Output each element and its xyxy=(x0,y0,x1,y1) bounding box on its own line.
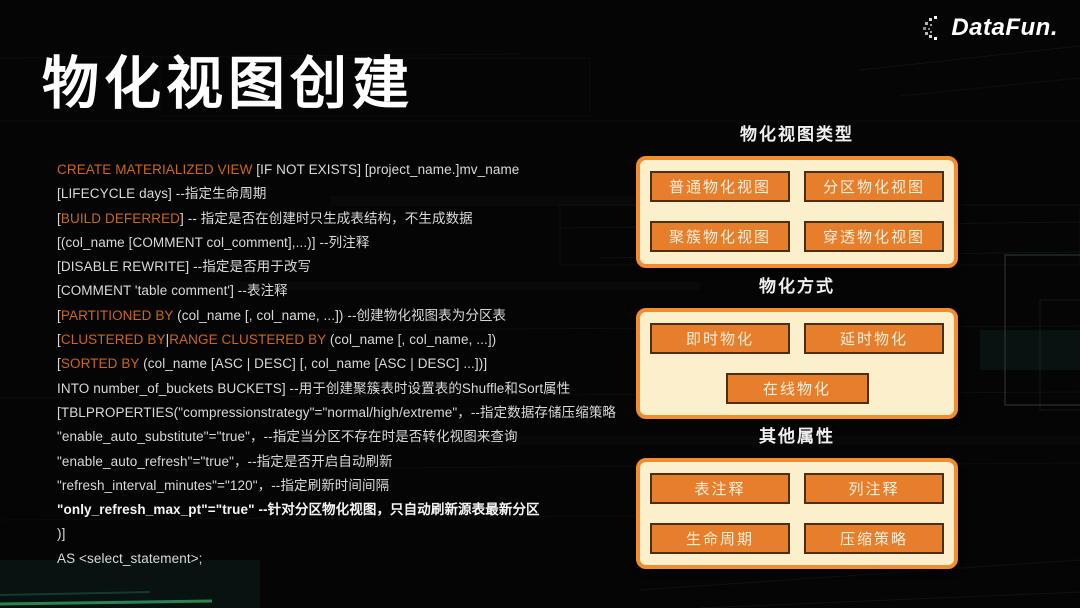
panel-box-mv-methods: 即时物化延时物化在线物化 xyxy=(636,308,958,419)
code-line: [BUILD DEFERRED] -- 指定是否在创建时只生成表结构，不生成数据 xyxy=(57,207,642,231)
panel-item: 普通物化视图 xyxy=(650,171,790,202)
code-line: [LIFECYCLE days] --指定生命周期 xyxy=(57,182,642,206)
datafun-logo-mark-icon xyxy=(923,16,938,40)
panel-item: 分区物化视图 xyxy=(804,171,944,202)
panel-box-other-attrs: 表注释列注释生命周期压缩策略 xyxy=(636,458,958,569)
code-line: "enable_auto_substitute"="true"，--指定当分区不… xyxy=(57,425,642,449)
panel-item: 在线物化 xyxy=(725,373,869,404)
sql-keyword: RANGE CLUSTERED BY xyxy=(169,332,327,348)
panel-item: 即时物化 xyxy=(650,323,790,354)
code-line: "enable_auto_refresh"="true"，--指定是否开启自动刷… xyxy=(57,450,642,474)
sql-text: [ xyxy=(57,210,61,226)
code-line: [PARTITIONED BY (col_name [, col_name, .… xyxy=(57,304,642,328)
sql-text: AS <select_statement>; xyxy=(57,550,203,566)
sql-keyword: PARTITIONED BY xyxy=(60,307,174,323)
sql-text: [ xyxy=(57,356,61,372)
panel-item: 聚簇物化视图 xyxy=(650,221,790,252)
datafun-logo: DataFun. xyxy=(922,14,1058,42)
code-line: INTO number_of_buckets BUCKETS] --用于创建聚簇… xyxy=(57,377,642,401)
sql-keyword: CREATE MATERIALIZED VIEW xyxy=(57,162,253,177)
code-line: [(col_name [COMMENT col_comment],...)] -… xyxy=(57,231,642,255)
panel-item: 列注释 xyxy=(804,473,944,504)
panel-title-other-attrs: 其他属性 xyxy=(759,427,835,447)
sql-text: (col_name [, col_name, ...]) xyxy=(326,332,497,348)
panel-item: 延时物化 xyxy=(804,323,944,354)
panel-box-mv-types: 普通物化视图分区物化视图聚簇物化视图穿透物化视图 xyxy=(636,156,958,268)
panel-item: 生命周期 xyxy=(650,523,790,554)
panel-item: 表注释 xyxy=(650,473,790,504)
sql-keyword: CLUSTERED BY xyxy=(60,332,166,348)
sql-text: | xyxy=(165,332,170,348)
sql-text: (col_name [, col_name, ...]) --创建物化视图表为分… xyxy=(173,307,507,323)
code-line: "only_refresh_max_pt"="true" --针对分区物化视图，… xyxy=(57,498,642,522)
sql-text: [IF NOT EXISTS] [project_name.]mv_name xyxy=(252,162,520,177)
code-line: CREATE MATERIALIZED VIEW [IF NOT EXISTS]… xyxy=(57,158,642,182)
code-line: [COMMENT 'table comment'] --表注释 xyxy=(57,279,642,303)
sql-text: [ xyxy=(57,307,61,323)
sql-text: [(col_name [COMMENT col_comment],...)] -… xyxy=(57,234,370,250)
sql-text: [COMMENT 'table comment'] --表注释 xyxy=(57,283,288,299)
code-line: [SORTED BY (col_name [ASC | DESC] [, col… xyxy=(57,352,642,376)
panel-mv-methods: 物化方式 即时物化延时物化在线物化 xyxy=(636,277,958,419)
sql-keyword: BUILD DEFERRED xyxy=(60,210,181,226)
code-line: "refresh_interval_minutes"="120"，--指定刷新时… xyxy=(57,474,642,498)
sql-code-block: CREATE MATERIALIZED VIEW [IF NOT EXISTS]… xyxy=(57,158,642,571)
sql-text: )] xyxy=(57,526,66,542)
panel-title-mv-types: 物化视图类型 xyxy=(740,125,854,145)
sql-text: "enable_auto_refresh"="true"，--指定是否开启自动刷… xyxy=(57,453,393,469)
sql-text: [LIFECYCLE days] --指定生命周期 xyxy=(57,186,267,202)
panel-item: 压缩策略 xyxy=(804,523,944,554)
panel-mv-types: 物化视图类型 普通物化视图分区物化视图聚簇物化视图穿透物化视图 xyxy=(636,125,958,268)
panel-item: 穿透物化视图 xyxy=(804,221,944,252)
page-title: 物化视图创建 xyxy=(42,51,414,117)
panel-title-mv-methods: 物化方式 xyxy=(759,277,835,297)
sql-text: ] -- 指定是否在创建时只生成表结构，不生成数据 xyxy=(180,210,473,226)
panel-other-attrs: 其他属性 表注释列注释生命周期压缩策略 xyxy=(636,427,958,569)
sql-text: [DISABLE REWRITE] --指定是否用于改写 xyxy=(57,259,312,275)
sql-text: "refresh_interval_minutes"="120"，--指定刷新时… xyxy=(57,477,390,493)
code-line: AS <select_statement>; xyxy=(57,547,642,571)
code-line: [TBLPROPERTIES("compressionstrategy"="no… xyxy=(57,401,642,425)
sql-text: "only_refresh_max_pt"="true" --针对分区物化视图，… xyxy=(57,502,540,518)
code-line: [CLUSTERED BY|RANGE CLUSTERED BY (col_na… xyxy=(57,328,642,352)
sql-text: INTO number_of_buckets BUCKETS] --用于创建聚簇… xyxy=(57,380,571,396)
sql-text: "enable_auto_substitute"="true"，--指定当分区不… xyxy=(57,429,518,445)
code-line: )] xyxy=(57,522,642,546)
sql-keyword: SORTED BY xyxy=(60,356,140,372)
sql-text: (col_name [ASC | DESC] [, col_name [ASC … xyxy=(139,356,488,372)
code-line: [DISABLE REWRITE] --指定是否用于改写 xyxy=(57,255,642,279)
sql-text: [TBLPROPERTIES("compressionstrategy"="no… xyxy=(57,404,617,420)
datafun-logo-text: DataFun. xyxy=(951,14,1058,41)
sql-text: [ xyxy=(57,332,61,348)
